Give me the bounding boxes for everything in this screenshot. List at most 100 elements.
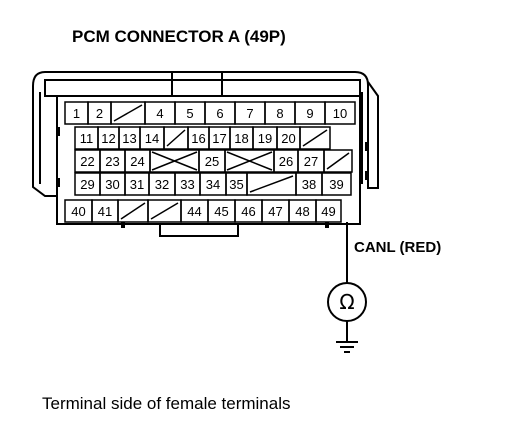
pin-number: 24 — [130, 154, 144, 169]
pin-cell: 16 — [187, 126, 210, 150]
pin-number: 11 — [80, 131, 94, 146]
pin-number: 35 — [229, 177, 243, 192]
pin-number: 47 — [268, 204, 282, 219]
pin-cell: 32 — [148, 172, 176, 196]
pin-number: 33 — [180, 177, 194, 192]
pin-number: 14 — [145, 131, 159, 146]
pin-number: 27 — [304, 154, 318, 169]
diagram-caption: Terminal side of female terminals — [42, 394, 290, 413]
pin-number: 9 — [306, 106, 313, 121]
pin-cell: 48 — [288, 199, 317, 223]
pin-number: 45 — [214, 204, 228, 219]
pin-number: 48 — [295, 204, 309, 219]
pin-number: 25 — [205, 154, 219, 169]
pin-cell: 7 — [234, 101, 266, 125]
pin-cell: 33 — [174, 172, 201, 196]
pin-cell: 30 — [99, 172, 126, 196]
empty-cavity — [147, 199, 182, 223]
ohm-symbol: Ω — [339, 290, 354, 314]
pin-cell: 47 — [261, 199, 290, 223]
pin-cell: 19 — [252, 126, 278, 150]
pin-cell: 10 — [324, 101, 356, 125]
empty-cavity — [163, 126, 189, 150]
pin-cell: 1 — [64, 101, 89, 125]
pin-cell: 38 — [295, 172, 323, 196]
pin-number: 26 — [279, 154, 293, 169]
pin-cell: 14 — [139, 126, 165, 150]
connector-keys — [56, 127, 369, 228]
pin-number: 32 — [155, 177, 169, 192]
pin-cell: 29 — [74, 172, 101, 196]
pin-number: 13 — [122, 131, 136, 146]
pin-cell: 24 — [124, 149, 151, 173]
pin-cell: 11 — [74, 126, 99, 150]
pin-number: 39 — [329, 177, 343, 192]
pin-cell: 34 — [199, 172, 227, 196]
empty-cavity — [323, 149, 353, 173]
pin-number: 44 — [187, 204, 201, 219]
pin-number: 2 — [96, 106, 103, 121]
pin-cell: 46 — [234, 199, 263, 223]
pin-number: 46 — [241, 204, 255, 219]
pin-cell: 31 — [124, 172, 150, 196]
pin-cell: 17 — [208, 126, 231, 150]
pin-cell: 45 — [207, 199, 236, 223]
pin-cell: 12 — [97, 126, 120, 150]
pin-cell: 27 — [297, 149, 325, 173]
pin-number: 30 — [105, 177, 119, 192]
pin-cell: 13 — [118, 126, 141, 150]
pin-cell: 49 — [315, 199, 342, 223]
pin-cell: 9 — [294, 101, 326, 125]
ground-icon — [336, 341, 358, 353]
pin-cell: 22 — [74, 149, 101, 173]
pin-number: 7 — [246, 106, 253, 121]
pin-cell: 25 — [198, 149, 226, 173]
blocked-cavity — [149, 149, 200, 173]
pin-cell: 40 — [64, 199, 93, 223]
blocked-cavity — [224, 149, 275, 173]
pin-number: 41 — [98, 204, 112, 219]
probe-label: CANL (RED) — [354, 239, 441, 256]
pin-number: 49 — [321, 204, 335, 219]
empty-cavity — [246, 172, 297, 196]
empty-cavity — [110, 101, 146, 125]
pin-number: 20 — [281, 131, 295, 146]
pin-cell: 2 — [87, 101, 112, 125]
pin-cell: 18 — [229, 126, 254, 150]
pin-number: 40 — [71, 204, 85, 219]
pin-number: 22 — [80, 154, 94, 169]
pin-number: 8 — [276, 106, 283, 121]
pin-cell: 5 — [174, 101, 206, 125]
pin-cell: 44 — [180, 199, 209, 223]
pin-number: 4 — [156, 106, 163, 121]
ohmmeter-icon: Ω — [327, 282, 367, 322]
pin-number: 19 — [258, 131, 272, 146]
pin-cell: 6 — [204, 101, 236, 125]
pin-cell: 26 — [273, 149, 299, 173]
pin-number: 18 — [234, 131, 248, 146]
pin-number: 6 — [216, 106, 223, 121]
pin-number: 10 — [333, 106, 347, 121]
pin-number: 29 — [80, 177, 94, 192]
empty-cavity — [117, 199, 149, 223]
pin-cell: 8 — [264, 101, 296, 125]
pin-cell: 4 — [144, 101, 176, 125]
pin-number: 1 — [73, 106, 80, 121]
pin-number: 12 — [101, 131, 115, 146]
pin-cell: 35 — [225, 172, 248, 196]
empty-cavity — [299, 126, 331, 150]
pin-number: 5 — [186, 106, 193, 121]
pin-number: 38 — [302, 177, 316, 192]
diagram-title: PCM CONNECTOR A (49P) — [72, 27, 286, 46]
pin-number: 31 — [130, 177, 144, 192]
pin-number: 16 — [191, 131, 205, 146]
pin-number: 17 — [212, 131, 226, 146]
pin-cell: 39 — [321, 172, 352, 196]
pin-number: 34 — [206, 177, 220, 192]
pin-cell: 41 — [91, 199, 119, 223]
pin-cell: 23 — [99, 149, 126, 173]
pin-cell: 20 — [276, 126, 301, 150]
pin-number: 23 — [105, 154, 119, 169]
